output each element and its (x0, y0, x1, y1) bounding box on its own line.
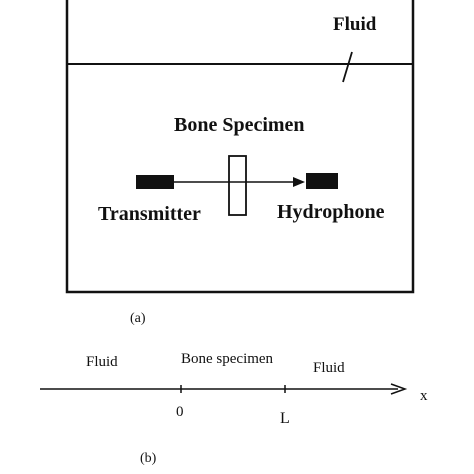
left-fluid-label: Fluid (86, 354, 118, 370)
fluid-label: Fluid (333, 14, 377, 35)
bone-specimen-region-label: Bone specimen (181, 351, 274, 367)
x-axis-label: x (420, 388, 428, 404)
caption-a: (a) (130, 311, 146, 326)
fluid-tank (65, 0, 415, 294)
hydrophone (306, 173, 338, 189)
panel-b: Fluid Bone specimen Fluid 0 L x (b) (40, 351, 428, 466)
tick-zero-label: 0 (176, 404, 184, 420)
right-fluid-label: Fluid (313, 360, 345, 376)
x-axis-arrowhead (390, 383, 408, 395)
panel-a: Fluid Bone Specimen Transmitter Hydropho… (65, 0, 415, 326)
fluid-leader-line (342, 51, 353, 83)
tick-l-label: L (280, 410, 290, 427)
hydrophone-label: Hydrophone (277, 201, 385, 223)
bone-specimen-label: Bone Specimen (174, 114, 305, 136)
bone-specimen (228, 155, 247, 216)
transmitter (136, 175, 174, 189)
beam-arrowhead (293, 177, 305, 187)
transmitter-label: Transmitter (98, 203, 201, 225)
caption-b: (b) (140, 451, 157, 466)
